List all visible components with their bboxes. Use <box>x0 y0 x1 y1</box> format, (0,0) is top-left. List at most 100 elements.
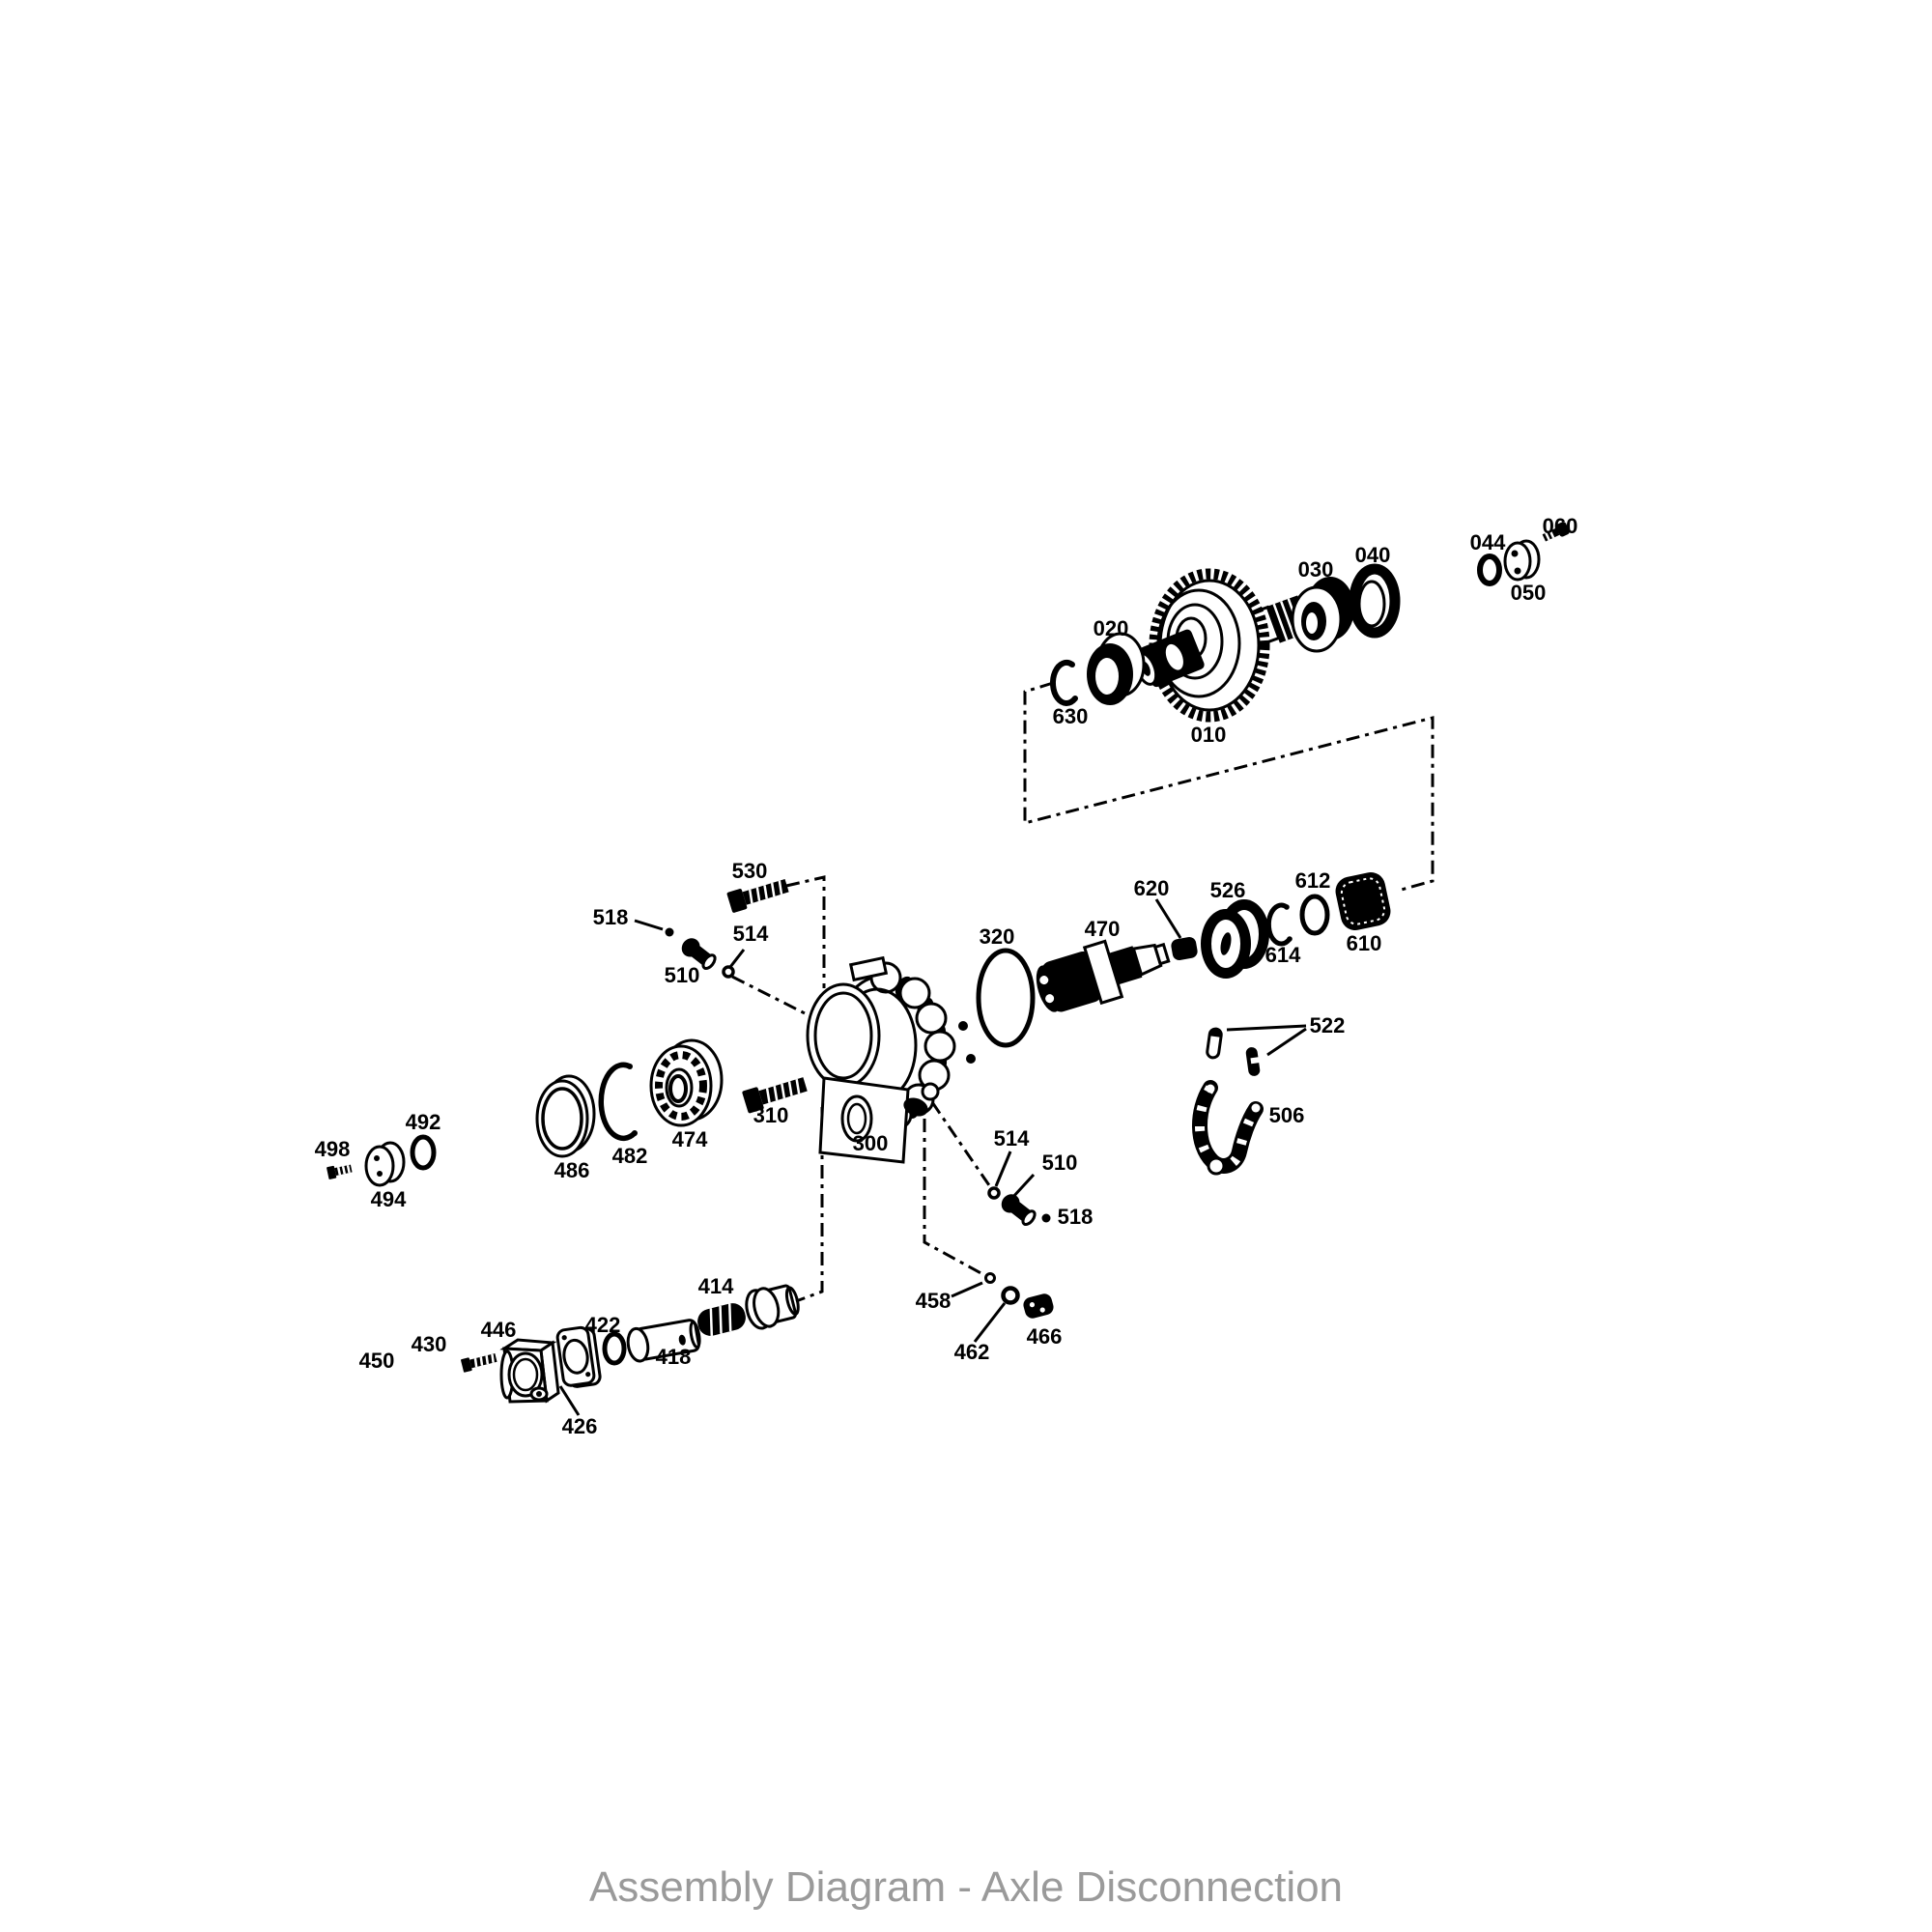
housing-detent-boss <box>903 1097 928 1117</box>
part-530-bolt <box>726 878 789 913</box>
part-label-530: 530 <box>732 859 768 883</box>
part-label-482: 482 <box>612 1144 648 1168</box>
part-shift-cap <box>745 1284 800 1330</box>
part-label-518a: 518 <box>593 905 629 929</box>
part-label-522: 522 <box>1310 1013 1346 1037</box>
part-030-bearing <box>1291 577 1354 653</box>
part-label-050: 050 <box>1511 581 1547 605</box>
part-label-450: 450 <box>359 1349 395 1373</box>
part-label-040: 040 <box>1355 543 1391 567</box>
leader-620 <box>1154 898 1182 939</box>
part-470-shaft <box>1036 939 1171 1012</box>
part-label-620: 620 <box>1134 876 1170 900</box>
part-620-key <box>1171 937 1198 960</box>
part-486-seal <box>535 1074 596 1158</box>
part-label-630: 630 <box>1053 704 1089 728</box>
part-label-310: 310 <box>753 1103 789 1127</box>
part-label-446: 446 <box>481 1318 517 1342</box>
part-040-ring <box>1349 563 1401 639</box>
part-label-414: 414 <box>698 1274 734 1298</box>
axis-lines <box>731 681 1435 1303</box>
part-310-bolt <box>742 1077 808 1114</box>
leader-510b <box>1009 1173 1036 1201</box>
axis-line-housing-to-458 <box>923 1119 987 1278</box>
part-526-drum <box>1201 899 1269 979</box>
part-610-gear <box>1335 871 1391 931</box>
part-494-disc <box>364 1141 406 1187</box>
part-label-418: 418 <box>656 1345 692 1369</box>
part-466-plug <box>1023 1293 1054 1319</box>
leader-lines <box>558 898 1307 1416</box>
part-label-474: 474 <box>672 1127 708 1151</box>
part-label-612: 612 <box>1295 868 1331 893</box>
part-label-030: 030 <box>1298 557 1334 582</box>
part-label-020: 020 <box>1094 616 1129 640</box>
part-510b-plug <box>1001 1194 1037 1227</box>
part-label-010: 010 <box>1191 723 1227 747</box>
part-474-bearing <box>649 1038 724 1127</box>
part-506-fork <box>1192 1080 1264 1176</box>
part-430-bolt <box>461 1353 497 1373</box>
part-044-o-ring <box>1477 554 1502 586</box>
part-label-514b: 514 <box>994 1126 1030 1151</box>
part-320-o-ring <box>976 948 1036 1048</box>
part-492-o-ring <box>410 1134 437 1171</box>
part-514b-ring <box>987 1186 1001 1200</box>
part-462-ring <box>1001 1286 1020 1305</box>
part-010-gear-shaft <box>1134 568 1311 723</box>
axis-line-housing-to-cap <box>795 1107 824 1303</box>
leader-462 <box>973 1302 1007 1343</box>
axis-line-pin-514a <box>731 975 813 1019</box>
part-label-462: 462 <box>954 1340 990 1364</box>
part-612-ring <box>1299 894 1330 936</box>
part-label-494: 494 <box>371 1187 407 1211</box>
part-446-cylinder <box>499 1338 560 1404</box>
leader-522-pin1 <box>1226 1024 1307 1032</box>
part-522-pins <box>1206 1027 1261 1076</box>
part-label-466: 466 <box>1027 1324 1063 1349</box>
part-518b-ball <box>1041 1213 1051 1223</box>
part-300-housing <box>806 955 976 1164</box>
part-label-518b: 518 <box>1058 1205 1094 1229</box>
part-label-300: 300 <box>853 1131 889 1155</box>
part-482-snap-ring <box>598 1062 638 1142</box>
axis-line-housing-to-514b <box>930 1101 993 1189</box>
part-414-spring <box>697 1303 746 1337</box>
part-510a-plug <box>681 938 717 971</box>
diagram-title: Assembly Diagram - Axle Disconnection <box>589 1863 1343 1911</box>
part-label-510b: 510 <box>1042 1151 1078 1175</box>
leader-426 <box>558 1385 581 1416</box>
part-614-snap-ring <box>1265 902 1293 947</box>
leader-522-pin2 <box>1266 1027 1307 1057</box>
leader-514b <box>994 1151 1012 1187</box>
part-label-320: 320 <box>980 924 1015 949</box>
part-514a-ring <box>722 965 735 979</box>
part-label-044: 044 <box>1470 530 1506 554</box>
part-422-o-ring <box>602 1331 627 1366</box>
leader-518a <box>634 919 664 931</box>
part-426-gasket <box>555 1325 602 1388</box>
part-label-426: 426 <box>562 1414 598 1438</box>
part-020-bearing <box>1087 632 1146 705</box>
part-label-510a: 510 <box>665 963 700 987</box>
axis-line-bolt-530 <box>785 875 826 988</box>
part-label-422: 422 <box>585 1313 621 1337</box>
leader-514a <box>728 949 746 968</box>
part-label-430: 430 <box>412 1332 447 1356</box>
housing-top-lug <box>848 955 889 982</box>
leader-458 <box>951 1281 983 1298</box>
part-630-snap-ring <box>1049 660 1078 706</box>
part-label-614: 614 <box>1265 943 1301 967</box>
part-label-458: 458 <box>916 1289 952 1313</box>
part-050-disc <box>1503 539 1541 582</box>
part-label-514a: 514 <box>733 922 769 946</box>
part-498-screw <box>327 1164 353 1179</box>
part-518a-ball <box>665 927 674 937</box>
part-label-526: 526 <box>1210 878 1246 902</box>
snap-ring-630 <box>1049 660 1078 706</box>
part-label-506: 506 <box>1269 1103 1305 1127</box>
part-label-498: 498 <box>315 1137 351 1161</box>
